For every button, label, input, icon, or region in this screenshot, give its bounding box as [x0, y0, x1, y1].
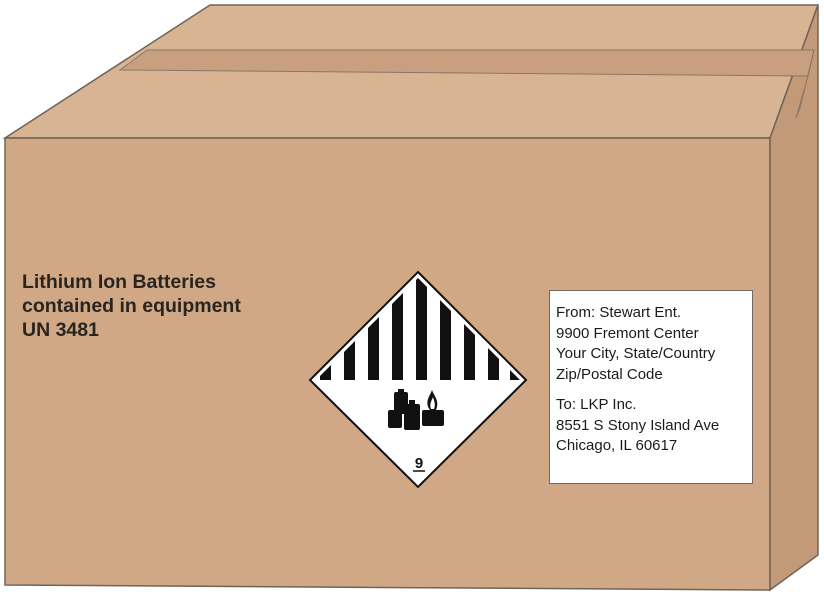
lithium-battery-marking: Lithium Ion Batteries contained in equip… [22, 270, 312, 342]
hazard-class-number: 9 [415, 455, 423, 472]
hazard-stripe [392, 278, 403, 380]
from-line-2: 9900 Fremont Center [556, 324, 699, 342]
box-side [769, 4, 819, 592]
to-line-2: 8551 S Stony Island Ave [556, 416, 720, 434]
hazard-stripe [368, 278, 379, 380]
marking-line-1: Lithium Ion Batteries [22, 271, 216, 293]
from-line-4: Zip/Postal Code [556, 365, 663, 383]
marking-line-3: UN 3481 [22, 319, 99, 341]
from-line-1: From: Stewart Ent. [556, 304, 682, 321]
from-line-3: Your City, State/Country [556, 345, 716, 362]
marking-line-2: contained in equipment [22, 295, 241, 317]
hazard-stripe [416, 278, 427, 380]
address-spacer [556, 385, 752, 395]
packing-tape-side [795, 49, 815, 119]
battery-fire-icon [388, 389, 444, 430]
hazard-stripe [440, 278, 451, 380]
shipping-address-label: From: Stewart Ent. 9900 Fremont Center Y… [549, 290, 753, 484]
to-line-3: Chicago, IL 60617 [556, 437, 678, 454]
to-line-1: To: LKP Inc. [556, 396, 637, 413]
